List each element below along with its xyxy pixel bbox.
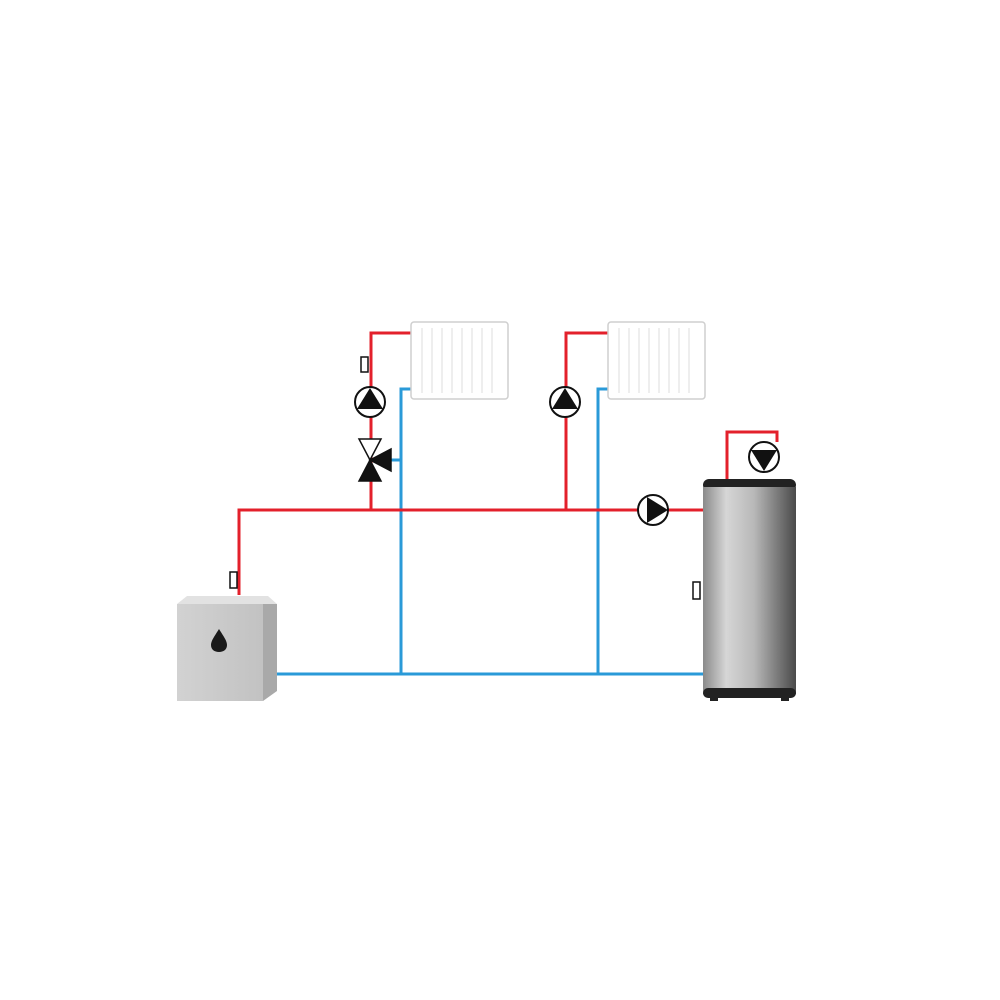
circulation-pipe [725, 430, 779, 482]
pump-circulation [748, 441, 780, 473]
sensor-boiler [229, 571, 238, 589]
mixing-valve [357, 438, 392, 482]
hot-water-tank [692, 479, 796, 701]
return-pipes [276, 387, 703, 676]
oil-boiler [177, 596, 277, 701]
sensor-circuit-1 [360, 356, 369, 373]
sensor-tank [692, 581, 701, 600]
radiator-1 [410, 321, 509, 400]
pump-tank-charge [637, 494, 669, 526]
return-pipe-circuit-2 [596, 387, 608, 674]
supply-pipe-circuit-1 [369, 331, 411, 510]
pump-circuit-1 [354, 386, 386, 418]
return-pipe-circuit-1 [399, 387, 411, 674]
radiator-2 [607, 321, 706, 400]
supply-main-pipe [237, 508, 703, 595]
pump-circuit-2 [549, 386, 581, 418]
oil-drop-icon [211, 629, 227, 652]
supply-pipe-circuit-2 [564, 331, 608, 510]
